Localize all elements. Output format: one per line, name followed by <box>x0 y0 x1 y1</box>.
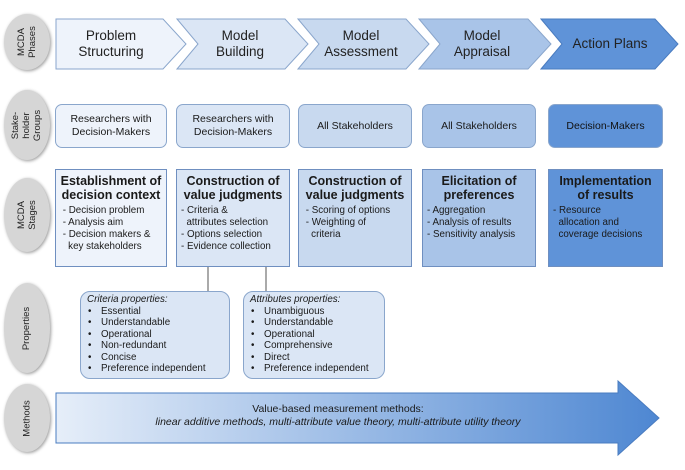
phase-chevron-shape <box>55 18 187 70</box>
methods-text: Value-based measurement methods: linear … <box>60 403 616 429</box>
phase-chevron-shape <box>176 18 309 70</box>
list-item: Direct <box>250 352 378 364</box>
list-item: Operational <box>87 329 223 341</box>
attributes-properties-list: Unambiguous Understandable Operational C… <box>250 306 378 375</box>
criteria-properties-list: Essential Understandable Operational Non… <box>87 306 223 375</box>
attributes-properties-box: Attributes properties: Unambiguous Under… <box>243 291 385 379</box>
row-label-groups: Stake- holder Groups <box>4 90 50 160</box>
list-item: Essential <box>87 306 223 318</box>
list-item: Understandable <box>87 317 223 329</box>
criteria-properties-box: Criteria properties: Essential Understan… <box>80 291 230 379</box>
stage-box-1: Establishment of decision context - Deci… <box>55 169 167 267</box>
stage-items: - Criteria & attributes selection - Opti… <box>181 205 271 252</box>
phase-chevron-shape <box>297 18 430 70</box>
criteria-properties-title: Criteria properties: <box>87 294 168 305</box>
methods-list: linear additive methods, multi-attribute… <box>155 416 521 428</box>
stage-title: Construction of value judgments <box>183 174 283 202</box>
stakeholder-group-3: All Stakeholders <box>298 104 412 148</box>
phase-model-assessment: Model Assessment <box>297 18 430 70</box>
stage-box-5: Implementation of results - Resource all… <box>548 169 663 267</box>
phase-label: Action Plans <box>572 36 648 51</box>
phase-label: Model Appraisal <box>453 28 511 59</box>
phase-problem-structuring: Problem Structuring <box>55 18 187 70</box>
list-item: Concise <box>87 352 223 364</box>
stakeholder-group-4: All Stakeholders <box>422 104 536 148</box>
list-item: Comprehensive <box>250 340 378 352</box>
stage-title: Implementation of results <box>559 174 652 202</box>
stakeholder-group-2: Researchers with Decision-Makers <box>176 104 290 148</box>
stage-title: Construction of value judgments <box>305 174 405 202</box>
methods-heading: Value-based measurement methods: <box>252 403 424 415</box>
row-label-properties: Properties <box>4 283 50 373</box>
phase-action-plans: Action Plans <box>540 18 679 70</box>
stage-items: - Decision problem - Analysis aim - Deci… <box>62 205 151 252</box>
phase-model-building: Model Building <box>176 18 309 70</box>
stage-box-3: Construction of value judgments - Scorin… <box>298 169 412 267</box>
list-item: Understandable <box>250 317 378 329</box>
phase-label: Problem Structuring <box>78 28 144 59</box>
stage-title: Elicitation of preferences <box>441 174 517 202</box>
phase-model-appraisal: Model Appraisal <box>418 18 552 70</box>
stakeholder-group-5: Decision-Makers <box>548 104 663 148</box>
row-label-stages: MCDA Stages <box>4 178 50 252</box>
phase-chevron-shape <box>540 18 679 70</box>
stage-box-2: Construction of value judgments - Criter… <box>176 169 290 267</box>
row-label-phases: MCDA Phases <box>4 14 50 70</box>
phase-chevron-shape <box>418 18 552 70</box>
stage-items: - Resource allocation and coverage decis… <box>553 205 643 240</box>
stakeholder-group-1: Researchers with Decision-Makers <box>55 104 167 148</box>
list-item: Operational <box>250 329 378 341</box>
list-item: Non-redundant <box>87 340 223 352</box>
list-item: Unambiguous <box>250 306 378 318</box>
row-label-methods: Methods <box>4 384 50 452</box>
list-item: Preference independent <box>87 363 223 375</box>
methods-arrow-shape <box>55 379 660 457</box>
stage-items: - Aggregation - Analysis of results - Se… <box>427 205 516 240</box>
phase-label: Model Building <box>215 28 265 59</box>
stage-title: Establishment of decision context <box>60 174 162 202</box>
list-item: Preference independent <box>250 363 378 375</box>
phase-label: Model Assessment <box>324 28 398 59</box>
stage-items: - Scoring of options - Weighting of crit… <box>305 205 391 240</box>
attributes-properties-title: Attributes properties: <box>250 294 341 305</box>
stage-box-4: Elicitation of preferences - Aggregation… <box>422 169 536 267</box>
